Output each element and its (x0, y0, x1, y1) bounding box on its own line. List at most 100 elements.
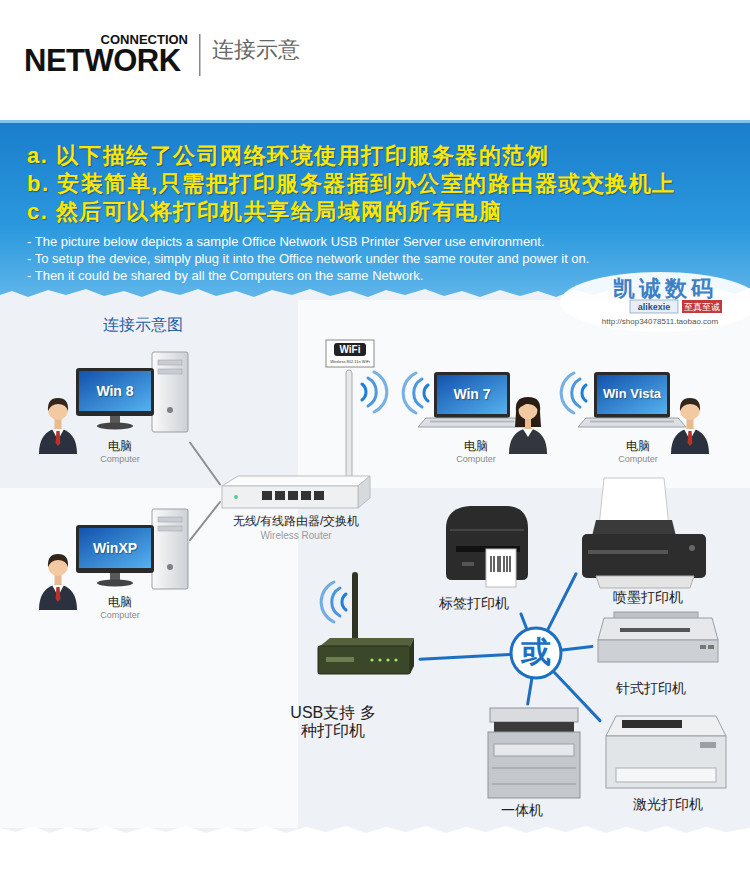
print-server-illustration (352, 572, 358, 646)
print-server-illustration (318, 572, 414, 674)
router-node: 无线/有线路由器/交换机Wireless Router (220, 474, 370, 544)
router-illustration (346, 370, 352, 482)
printer-node: 激光打印机 (600, 710, 732, 816)
computer-illustration (39, 352, 188, 454)
header-divider (199, 34, 201, 76)
inkjet-printer-illustration (588, 550, 668, 554)
connector-line (521, 614, 526, 628)
label-printer-illustration (462, 562, 474, 566)
multifunction-printer-illustration (492, 768, 576, 784)
os-name: Win 8 (96, 383, 133, 399)
computer-node: Win Vista电脑Computer (578, 368, 713, 466)
computer-node: Win 7 电脑Computer (418, 368, 548, 466)
os-name: Win 7 (453, 386, 490, 402)
watermark: 凯诚数码 (613, 276, 717, 301)
label-printer-illustration (486, 549, 516, 587)
router-illustration (262, 491, 272, 500)
intro-band-ground (0, 120, 750, 297)
inkjet-printer-illustration (582, 534, 706, 578)
device-label: 电脑 (464, 440, 488, 454)
router-illustration (234, 495, 238, 499)
printer-label: 一体机 (501, 802, 543, 818)
print-server-illustration (394, 658, 397, 661)
device-label: 电脑 (108, 596, 132, 610)
label-printer-illustration (491, 556, 510, 572)
device-label: USB支持 多种打印机 (287, 704, 379, 741)
intro-line-en: - To setup the device, simply plug it in… (27, 252, 589, 267)
multifunction-printer-illustration (488, 732, 580, 798)
intro-line-en: - Then it could be shared by all the Com… (27, 269, 423, 284)
print-server-node: USB支持 多种打印机 (284, 638, 420, 744)
or-mark: 或 (521, 635, 551, 670)
router-illustration (222, 340, 387, 508)
section-heading: 连接示意图 (103, 316, 183, 334)
device-label: 无线/有线路由器/交换机 (233, 515, 360, 529)
laser-printer-illustration (616, 768, 716, 782)
laser-printer-illustration (606, 716, 726, 788)
inkjet-printer-illustration (582, 478, 706, 588)
device-label-en: Computer (618, 454, 658, 464)
computer-illustration (76, 352, 188, 432)
page-ground (0, 285, 750, 833)
device-label-en: Computer (456, 454, 496, 464)
print-server-illustration (378, 658, 381, 661)
router-illustration (326, 340, 374, 367)
printer-node: 针式打印机 (592, 608, 720, 704)
label-printer-illustration (450, 529, 524, 531)
inkjet-printer-illustration (689, 545, 695, 551)
wifi-badge-text: WiFi (339, 344, 360, 356)
router-illustration (358, 476, 370, 508)
print-server-illustration (370, 658, 373, 661)
laser-printer-illustration (606, 716, 726, 736)
intro-line: c. 然后可以将打印机共享给局域网的所有电脑 (27, 199, 502, 224)
computer-illustration (76, 509, 188, 589)
laptop-illustration (509, 397, 547, 454)
router-illustration (301, 491, 311, 500)
wifi-badge-text: Wireless 802.11n WiFi (330, 360, 370, 365)
router-illustration (314, 491, 324, 500)
or-circle: 或 (509, 626, 563, 680)
laptop-illustration (561, 372, 709, 454)
watermark-patch (560, 272, 750, 332)
printer-label: 针式打印机 (616, 680, 686, 696)
multifunction-printer-illustration (494, 744, 574, 756)
header-divider (199, 34, 201, 76)
connector-line (528, 679, 532, 704)
print-server-illustration (320, 638, 414, 646)
computer-illustration (39, 554, 77, 610)
print-server-illustration (318, 646, 410, 674)
print-server-illustration (410, 638, 414, 674)
bottom-torn-edge (0, 826, 750, 882)
computer-node: Win 8 电脑Computer (38, 348, 190, 466)
watermark: http://shop34078511.taobao.com (602, 317, 718, 326)
printer-label: 标签打印机 (439, 595, 509, 611)
device-label: 电脑 (108, 440, 132, 454)
connector-line (562, 646, 592, 649)
router-illustration (222, 476, 370, 486)
diagram-title: 连接示意 (212, 37, 300, 62)
inkjet-printer-illustration (592, 520, 676, 536)
device-label-en: Computer (100, 454, 140, 464)
intro-line: a. 以下描绘了公司网络环境使用打印服务器的范例 (27, 143, 549, 168)
printer-node: 标签打印机 (436, 498, 536, 614)
watermark-patch (560, 272, 750, 332)
device-label-en: Computer (100, 610, 140, 620)
connector-line (190, 502, 220, 540)
bottom-torn-edge (0, 826, 750, 882)
connector-line (420, 654, 510, 659)
printer-label: 喷墨打印机 (613, 589, 683, 605)
watermark-patch (682, 300, 722, 313)
dot-matrix-printer-illustration (708, 645, 714, 649)
page-ground (0, 488, 298, 828)
router-illustration (288, 491, 298, 500)
device-label-en: Wireless Router (260, 530, 331, 542)
connector-line (554, 672, 600, 720)
printer-node: 喷墨打印机 (576, 474, 710, 607)
printer-label: 激光打印机 (633, 796, 703, 812)
laptop-illustration (403, 372, 547, 454)
multifunction-printer-illustration (494, 722, 574, 732)
laser-printer-illustration (606, 736, 726, 788)
router-illustration (275, 491, 285, 500)
